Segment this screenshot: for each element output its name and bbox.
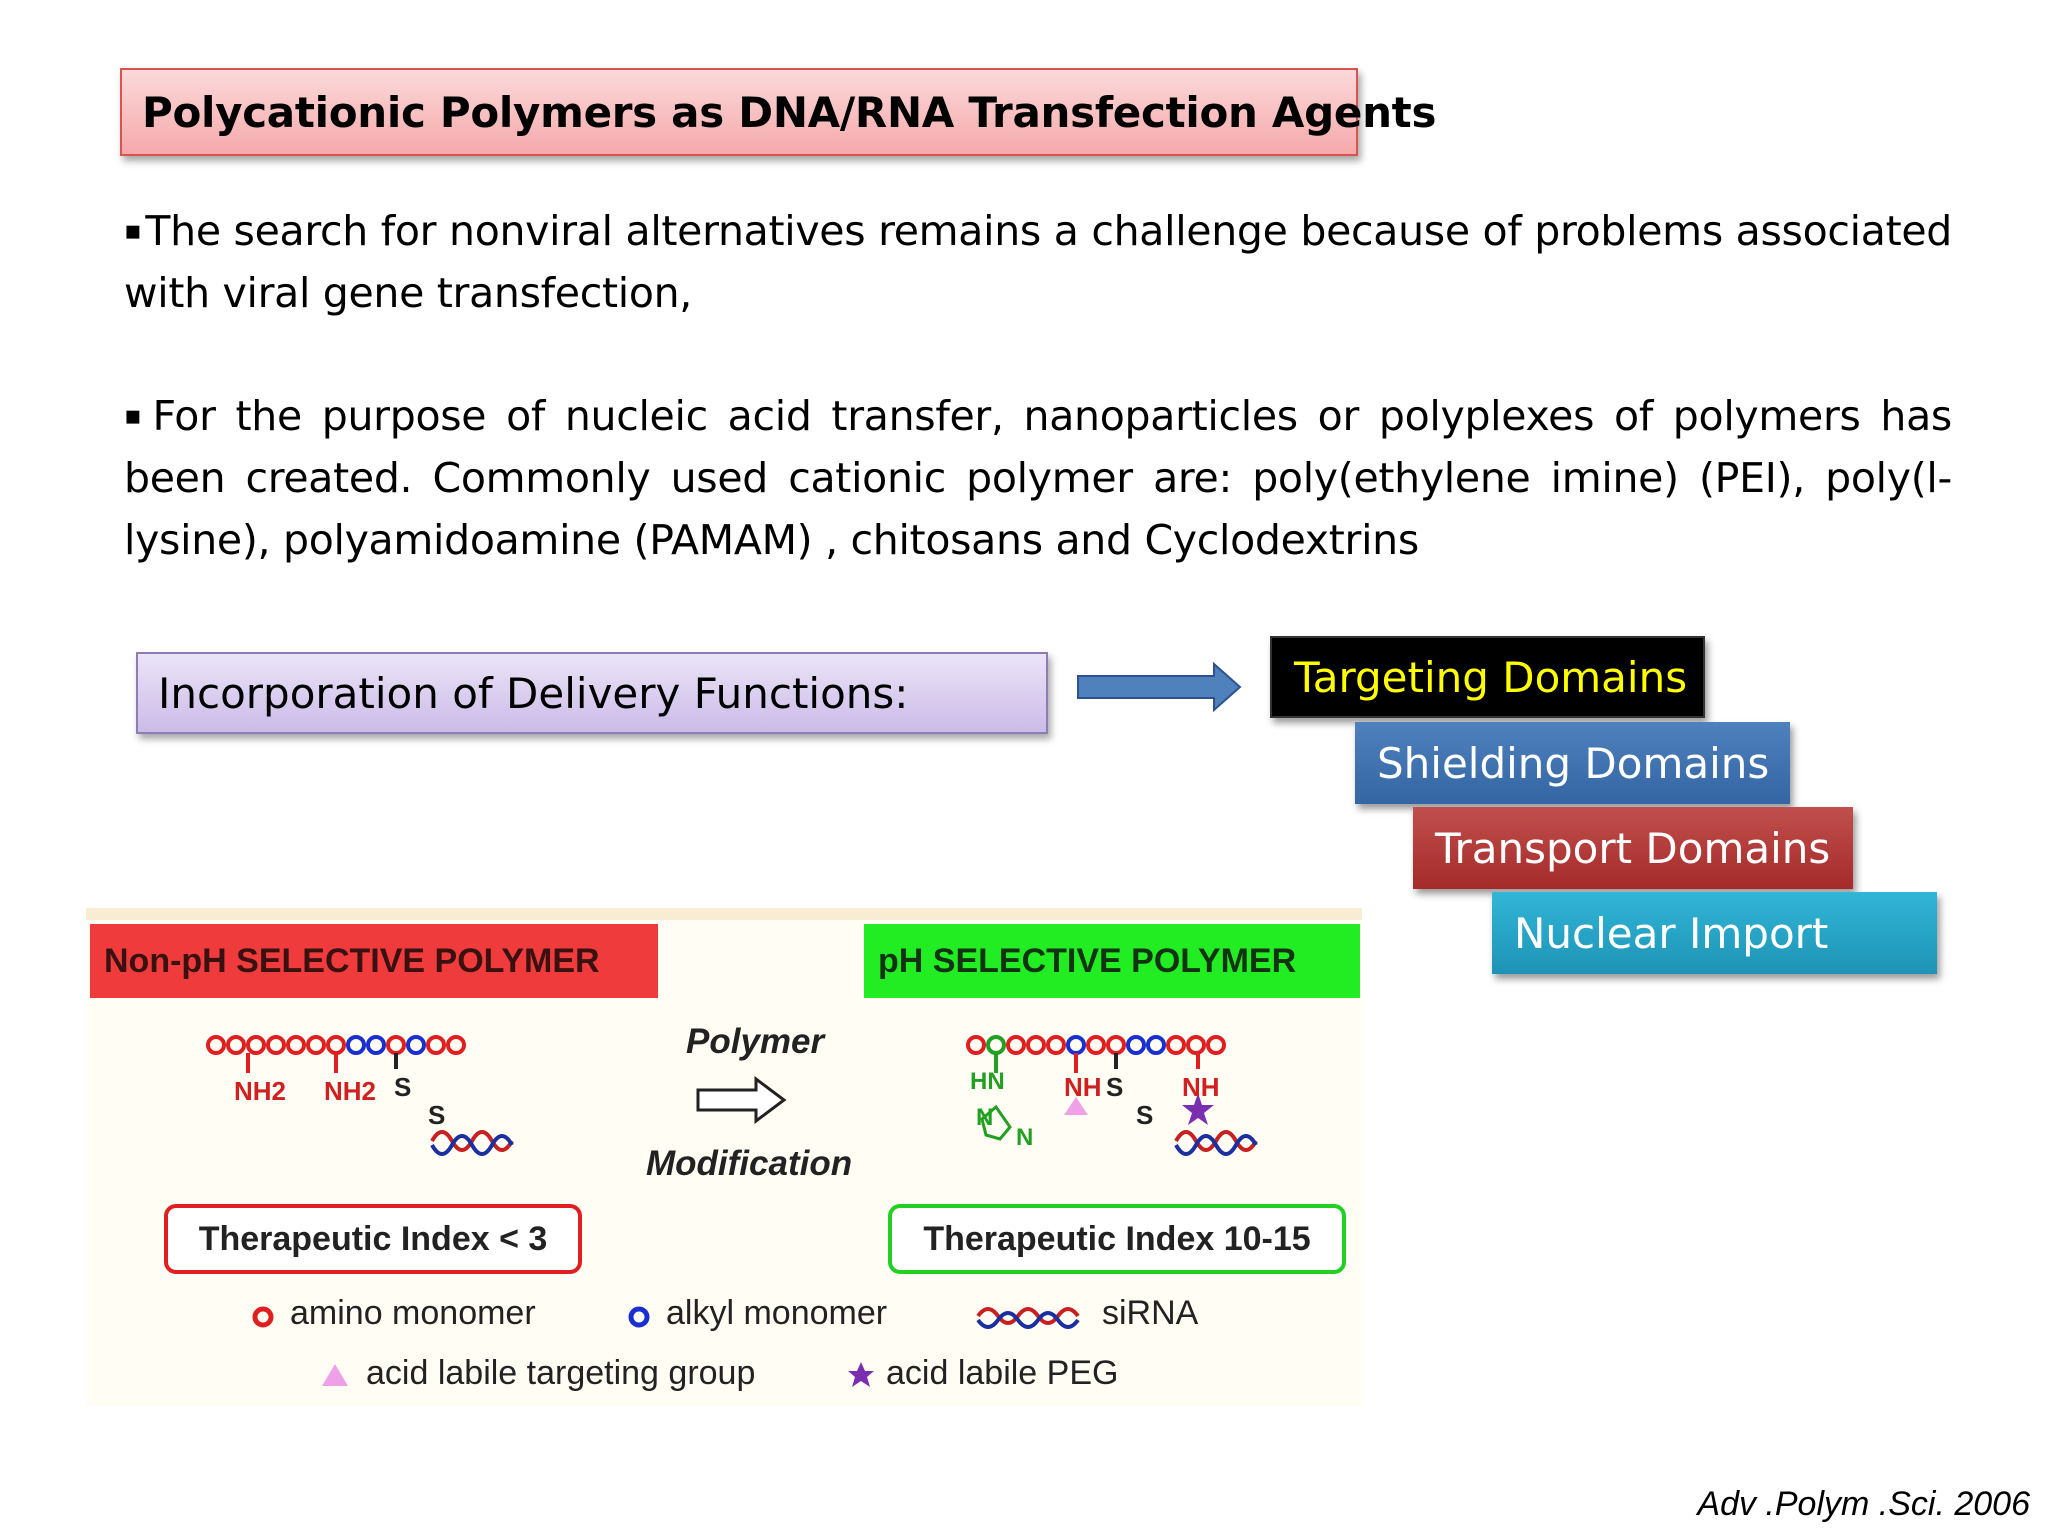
paragraph-viral-alternatives: ▪The search for nonviral alternatives re… — [124, 200, 1952, 324]
right-arrow-icon — [1077, 662, 1242, 712]
delivery-functions-label: Incorporation of Delivery Functions: — [158, 668, 909, 718]
left-sulfur-label-2: S — [428, 1100, 446, 1130]
modification-label: Modification — [646, 1144, 853, 1183]
paragraph-text: For the purpose of nucleic acid transfer… — [124, 392, 1952, 564]
therapeutic-index-right: Therapeutic Index 10-15 — [888, 1204, 1346, 1274]
nuclear-import-box: Nuclear Import — [1492, 892, 1937, 974]
citation: Adv .Polym .Sci. 2006 — [1697, 1485, 2030, 1523]
legend-acid-labile-targeting: acid labile targeting group — [366, 1354, 756, 1392]
figure-top-band — [86, 908, 1362, 920]
transport-domains-label: Transport Domains — [1435, 823, 1831, 873]
left-nh2-label-1: NH2 — [234, 1076, 287, 1106]
legend-amino-monomer: amino monomer — [290, 1294, 536, 1332]
targeting-domains-box: Targeting Domains — [1270, 636, 1705, 718]
nuclear-import-label: Nuclear Import — [1514, 908, 1829, 958]
ph-polymer-chain-icon — [966, 1035, 1258, 1156]
paragraph-cationic-polymers: ▪For the purpose of nucleic acid transfe… — [124, 385, 1952, 571]
slide-title: Polycationic Polymers as DNA/RNA Transfe… — [142, 87, 1437, 137]
non-ph-selective-label: Non-pH SELECTIVE POLYMER — [90, 924, 658, 998]
legend-alkyl-monomer: alkyl monomer — [666, 1294, 888, 1332]
right-sulfur-label-2: S — [1136, 1100, 1154, 1130]
ph-selective-text: pH SELECTIVE POLYMER — [878, 941, 1297, 980]
left-nh2-label-2: NH2 — [324, 1076, 377, 1106]
right-n-label-1: N — [976, 1104, 994, 1131]
title-box: Polycationic Polymers as DNA/RNA Transfe… — [120, 68, 1436, 156]
transport-domains-box: Transport Domains — [1413, 807, 1853, 889]
shielding-domains-box: Shielding Domains — [1355, 722, 1790, 804]
right-n-label-2: N — [1016, 1124, 1034, 1151]
peg-star-icon — [848, 1362, 874, 1387]
targeting-group-triangle-icon — [322, 1364, 348, 1386]
therapeutic-index-right-text: Therapeutic Index 10-15 — [923, 1219, 1311, 1258]
polymer-label: Polymer — [686, 1022, 825, 1061]
left-sulfur-label-1: S — [394, 1072, 412, 1102]
ph-selective-label: pH SELECTIVE POLYMER — [864, 924, 1360, 998]
amino-monomer-icon — [252, 1306, 274, 1328]
paragraph-text: The search for nonviral alternatives rem… — [124, 207, 1952, 317]
therapeutic-index-left-text: Therapeutic Index < 3 — [198, 1219, 548, 1258]
shielding-domains-label: Shielding Domains — [1377, 738, 1770, 788]
right-sulfur-label-1: S — [1106, 1072, 1124, 1102]
sirna-icon — [976, 1307, 1080, 1329]
targeting-domains-label: Targeting Domains — [1294, 652, 1688, 702]
delivery-functions-box: Incorporation of Delivery Functions: — [136, 652, 1048, 734]
polymer-modification-figure: Non-pH SELECTIVE POLYMER pH SELECTIVE PO… — [86, 908, 1362, 1406]
modification-arrow-icon — [696, 1076, 787, 1124]
legend-acid-labile-peg: acid labile PEG — [886, 1354, 1119, 1392]
non-ph-polymer-chain-icon — [206, 1035, 514, 1156]
therapeutic-index-left: Therapeutic Index < 3 — [164, 1204, 582, 1274]
right-nh-label-2: NH — [1182, 1072, 1220, 1102]
alkyl-monomer-icon — [628, 1306, 650, 1328]
legend-sirna: siRNA — [1102, 1294, 1199, 1332]
right-hn-label: HN — [970, 1068, 1005, 1095]
non-ph-selective-text: Non-pH SELECTIVE POLYMER — [104, 941, 600, 980]
right-nh-label-1: NH — [1064, 1072, 1102, 1102]
bullet-icon: ▪ — [124, 401, 149, 431]
bullet-icon: ▪ — [124, 216, 142, 246]
